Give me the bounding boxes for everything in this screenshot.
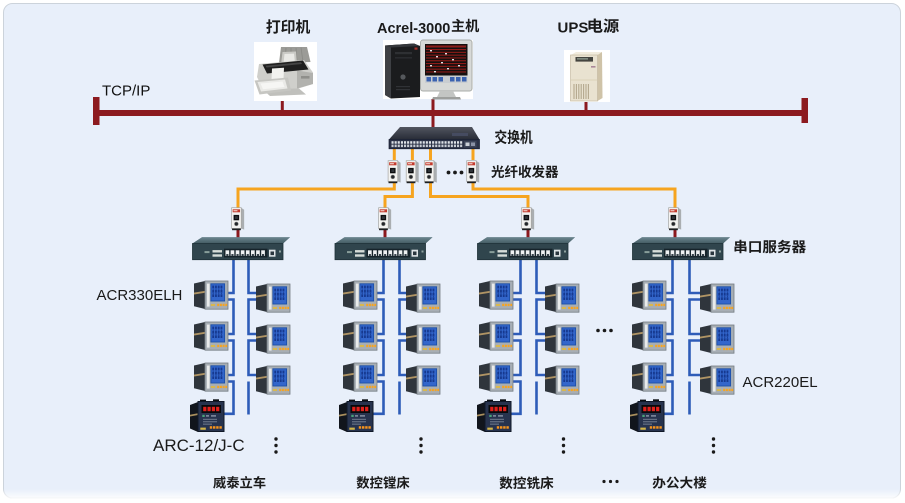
svg-text:ARC-12/J-C: ARC-12/J-C [153, 436, 245, 455]
svg-text:UPS: UPS [558, 20, 589, 37]
svg-text:TCP/IP: TCP/IP [102, 83, 150, 100]
svg-text:Acrel-3000: Acrel-3000 [377, 21, 450, 37]
svg-text:ACR220EL: ACR220EL [743, 374, 818, 391]
svg-text:ACR330ELH: ACR330ELH [97, 287, 183, 304]
